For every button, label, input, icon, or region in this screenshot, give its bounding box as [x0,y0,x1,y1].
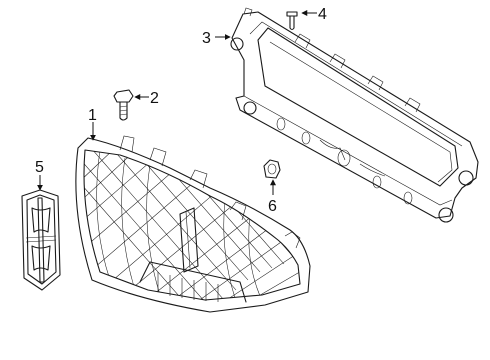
callout-1: 1 [88,107,97,124]
grille-support-frame [230,7,479,223]
grille-emblem [21,189,61,291]
bolt-4 [286,11,298,31]
callout-6: 6 [268,198,277,215]
callout-2: 2 [150,90,159,107]
callout-3: 3 [202,30,211,47]
nut-6 [263,159,281,179]
bolt-2 [113,89,134,121]
grille-assembly [75,135,311,313]
callout-4: 4 [318,6,327,23]
callout-5: 5 [35,159,44,176]
